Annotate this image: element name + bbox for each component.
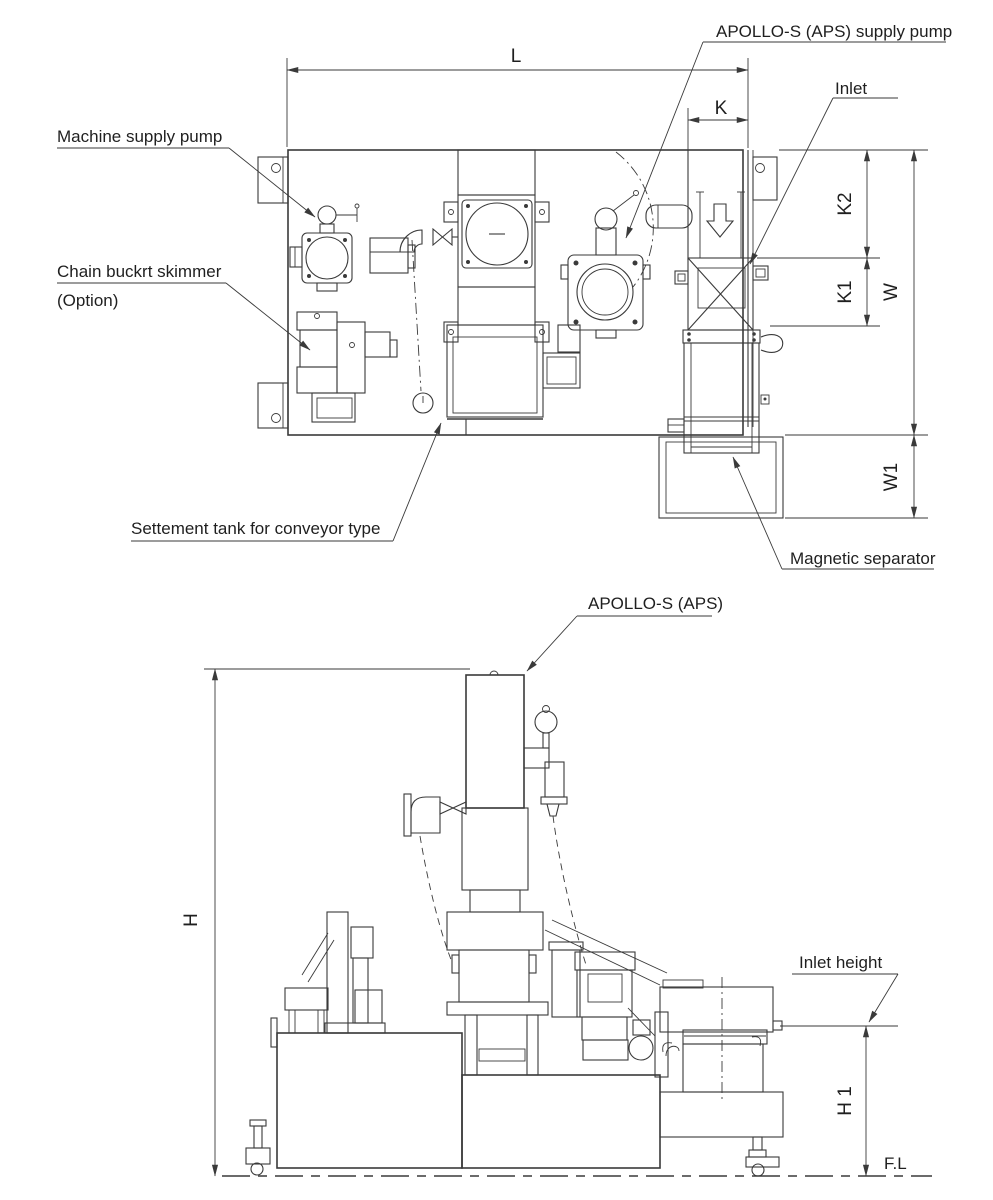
- dim-label-W1: W1: [881, 463, 902, 492]
- dim-label-L: L: [511, 46, 522, 67]
- callout-machine-supply-pump: Machine supply pump: [57, 127, 316, 218]
- dim-label-H1: H 1: [835, 1086, 856, 1116]
- lifting-handle: [760, 334, 784, 353]
- label-chain-bucket-skimmer: Chain buckrt skimmer: [57, 262, 222, 281]
- label-supply-pump: APOLLO-S (APS) supply pump: [716, 22, 952, 41]
- dim-label-H: H: [181, 913, 202, 927]
- dim-H1: H 1: [780, 1025, 898, 1177]
- dim-K: K: [687, 98, 749, 150]
- top-view: L K K2 K1 W W1 APOLLO-S (APS) supply pu: [57, 22, 952, 570]
- label-apollo-s: APOLLO-S (APS): [588, 594, 723, 613]
- center-pipe-assembly: [369, 227, 458, 414]
- chain-bucket-skimmer: [296, 311, 398, 423]
- label-chain-bucket-skimmer-option: (Option): [57, 291, 118, 310]
- dim-L: L: [286, 46, 749, 148]
- aps-column: [446, 670, 549, 1076]
- left-tank-skimmer: [245, 911, 463, 1176]
- callout-chain-bucket-skimmer: Chain buckrt skimmer (Option): [57, 262, 311, 351]
- callout-supply-pump: APOLLO-S (APS) supply pump: [625, 22, 952, 239]
- callout-apollo-s: APOLLO-S (APS): [526, 594, 723, 672]
- conveyor-inlet-separator: [658, 150, 784, 519]
- dim-H: H: [181, 668, 470, 1177]
- dim-label-K2: K2: [835, 192, 856, 215]
- central-unit: [443, 149, 581, 435]
- callout-inlet: Inlet: [749, 79, 898, 265]
- callout-inlet-height: Inlet height: [792, 953, 899, 1023]
- skimmer-chain-arc: [615, 151, 654, 288]
- dim-label-K1: K1: [835, 280, 856, 303]
- leveling-foot: [245, 1119, 271, 1176]
- machine-supply-pump: [289, 203, 360, 292]
- jack-foot: [745, 1136, 780, 1177]
- label-inlet-height: Inlet height: [799, 953, 882, 972]
- pressure-gauge-pipe: [523, 705, 588, 969]
- machine-base: [461, 1074, 661, 1169]
- label-magnetic-separator: Magnetic separator: [790, 549, 936, 568]
- drive-units: [544, 919, 680, 1078]
- callout-settlement-tank: Settement tank for conveyor type: [131, 422, 442, 542]
- dim-label-W: W: [881, 283, 902, 301]
- flow-down-arrow-icon: [705, 203, 735, 238]
- label-floor-level: F.L: [884, 1154, 907, 1173]
- label-inlet: Inlet: [835, 79, 867, 98]
- label-settlement-tank: Settement tank for conveyor type: [131, 519, 380, 538]
- side-view: F.L H H 1 APOLLO-S (APS) Inlet height: [181, 594, 932, 1177]
- callout-magnetic-separator: Magnetic separator: [732, 456, 936, 570]
- dim-right-stack: K2 K1 W W1: [757, 149, 928, 519]
- dim-label-K: K: [715, 98, 728, 119]
- aps-supply-pump: [560, 190, 693, 339]
- label-machine-supply-pump: Machine supply pump: [57, 127, 222, 146]
- magnetic-separator-side: [659, 977, 784, 1177]
- suction-elbow-valve: [403, 793, 467, 963]
- settlement-tank-outline: [257, 149, 778, 436]
